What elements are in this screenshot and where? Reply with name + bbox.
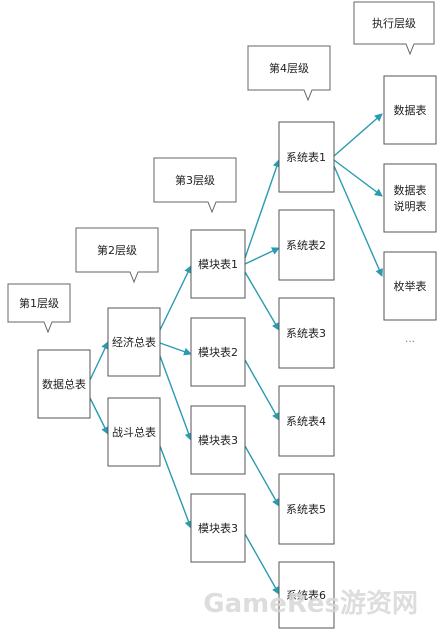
node-data-table: 数据表 (383, 75, 437, 145)
node-root-label: 数据总表 (42, 377, 86, 391)
arrow-sys1-data (333, 113, 383, 157)
arrow-root-battle (89, 397, 109, 435)
arrow-module1-sys3 (244, 271, 280, 331)
node-desc-table: 数据表 说明表 (383, 163, 437, 233)
node-sys3: 系统表3 (278, 297, 335, 369)
callout-level4: 第4层级 (247, 45, 331, 102)
connectors (89, 113, 383, 595)
node-module1-label: 模块表1 (198, 257, 238, 271)
node-sys4: 系统表4 (278, 385, 335, 457)
arrow-module2-sys4 (244, 359, 280, 421)
node-enum-table-label: 枚举表 (394, 279, 427, 293)
node-module3a: 模块表3 (190, 405, 246, 475)
node-sys1: 系统表1 (278, 121, 335, 193)
node-enum-table: 枚举表 (383, 251, 437, 321)
node-module2-label: 模块表2 (198, 345, 238, 359)
callout-exec-label: 执行层级 (372, 16, 416, 30)
node-sys3-label: 系统表3 (286, 326, 326, 340)
node-sys5-label: 系统表5 (286, 502, 326, 516)
arrow-econ-module3a (159, 355, 193, 441)
node-root: 数据总表 (37, 349, 91, 419)
node-sys4-label: 系统表4 (286, 414, 326, 428)
node-sys6-label: 系统表6 (286, 588, 326, 602)
node-econ-label: 经济总表 (112, 335, 156, 349)
arrow-root-econ (89, 341, 109, 381)
callout-level4-label: 第4层级 (269, 61, 309, 75)
arrow-sys1-enum (333, 165, 383, 277)
arrow-battle-module3b (159, 445, 193, 529)
node-sys2: 系统表2 (278, 209, 335, 281)
node-sys5: 系统表5 (278, 473, 335, 545)
node-desc-line1: 数据表 (394, 183, 427, 197)
ellipsis-text: … (405, 334, 415, 345)
arrow-econ-module2 (159, 342, 192, 356)
callout-level3: 第3层级 (153, 157, 237, 214)
callout-level1: 第1层级 (7, 283, 71, 334)
node-module3b: 模块表3 (190, 493, 246, 563)
arrow-module3a-sys5 (244, 445, 280, 507)
callout-level2-label: 第2层级 (97, 243, 137, 257)
node-sys2-label: 系统表2 (286, 238, 326, 252)
node-module1: 模块表1 (190, 229, 246, 299)
node-desc-line2: 说明表 (394, 199, 427, 213)
callout-level2: 第2层级 (75, 227, 159, 284)
arrow-sys1-desc (333, 159, 383, 197)
node-data-table-label: 数据表 (394, 103, 427, 117)
arrow-module1-sys1 (244, 159, 281, 259)
arrow-module3b-sys6 (244, 533, 280, 595)
callout-level3-label: 第3层级 (175, 173, 215, 187)
node-module3b-label: 模块表3 (198, 521, 238, 535)
node-module2: 模块表2 (190, 317, 246, 387)
node-econ: 经济总表 (107, 307, 161, 377)
watermark: GameRes游资网 (203, 589, 418, 619)
node-sys6: 系统表6 (278, 561, 335, 629)
node-battle: 战斗总表 (107, 397, 161, 467)
node-module3a-label: 模块表3 (198, 433, 238, 447)
arrow-module1-sys2 (244, 247, 280, 265)
arrow-econ-module1 (159, 265, 192, 331)
callout-exec: 执行层级 (353, 1, 435, 56)
node-battle-label: 战斗总表 (112, 425, 156, 439)
callout-level1-label: 第1层级 (19, 296, 59, 310)
node-sys1-label: 系统表1 (286, 150, 326, 164)
